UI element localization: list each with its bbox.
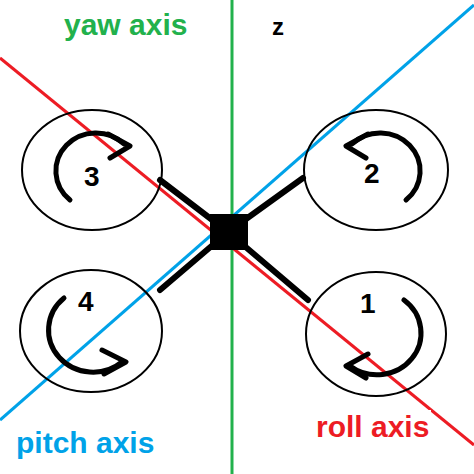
- rotor-ellipse: 1: [304, 270, 448, 398]
- rotation-arrow: [102, 350, 126, 374]
- rotor-outline: [18, 268, 164, 394]
- rotor-number: 2: [364, 160, 380, 188]
- axis-label: z: [270, 14, 286, 40]
- pitch-axis-line: [0, 5, 474, 420]
- rotation-arrow: [352, 133, 420, 200]
- body-square: [210, 214, 248, 250]
- arms: [160, 178, 308, 300]
- rotation-arrow: [346, 354, 368, 378]
- axis-label: pitch axis: [14, 426, 156, 459]
- rotation-arrow: [346, 134, 368, 158]
- roll-axis-line: [0, 58, 474, 445]
- rotor-ellipse: 3: [20, 108, 164, 232]
- axis-label: roll axis: [314, 410, 431, 443]
- rotor-ellipse: 4: [18, 268, 164, 394]
- rotor-number: 4: [78, 288, 94, 316]
- rotation-arrow: [56, 133, 124, 200]
- rotor-outline: [304, 270, 448, 398]
- rotation-arrow: [108, 134, 130, 158]
- rotor-ellipse: 2: [302, 108, 450, 232]
- axis-label: yaw axis: [62, 8, 189, 41]
- rotor-number: 1: [360, 290, 376, 318]
- rotor-number: 3: [84, 163, 100, 191]
